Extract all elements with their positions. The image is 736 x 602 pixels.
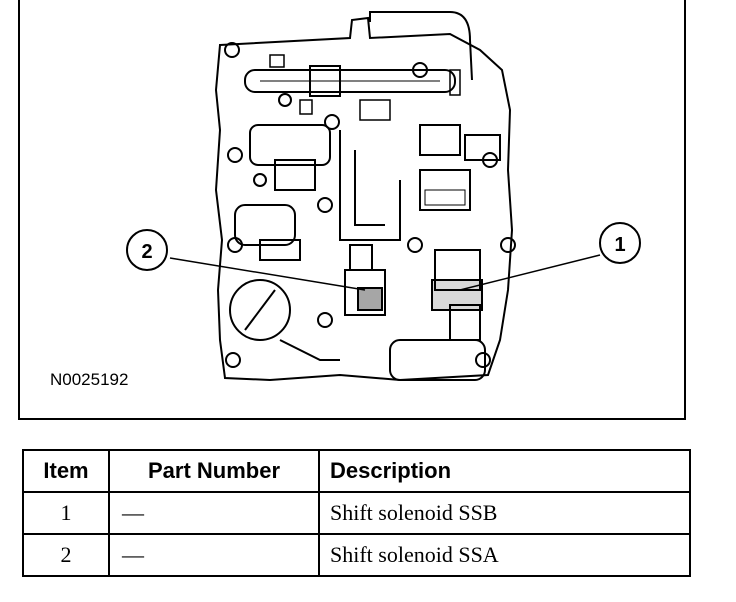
- cell-part-number: —: [108, 491, 320, 535]
- callout-1-circle: [599, 222, 641, 264]
- callout-2-label: 2: [141, 241, 152, 263]
- callout-2-leader: [169, 257, 366, 291]
- cell-part-number: —: [108, 533, 320, 577]
- valve-body-drawing: 2 1: [126, 11, 641, 382]
- parts-table: Item Part Number Description 1 — Shift s…: [22, 449, 691, 577]
- callout-1-label: 1: [614, 234, 625, 256]
- callout-2-circle: [126, 229, 168, 271]
- cell-item: 1: [22, 491, 110, 535]
- figure-id: N0025192: [50, 370, 129, 389]
- valve-body-illustration: 2 1 N0025192: [18, 0, 686, 420]
- column-header-item: Item: [22, 449, 110, 493]
- cell-item: 2: [22, 533, 110, 577]
- cell-description: Shift solenoid SSB: [318, 491, 691, 535]
- table-row: 1 — Shift solenoid SSB: [22, 491, 691, 535]
- column-header-part-number: Part Number: [108, 449, 320, 493]
- column-header-description: Description: [318, 449, 691, 493]
- valve-body-outline: [214, 16, 514, 382]
- callout-1-leader: [459, 254, 601, 291]
- table-header-row: Item Part Number Description: [22, 449, 691, 493]
- cell-description: Shift solenoid SSA: [318, 533, 691, 577]
- table-row: 2 — Shift solenoid SSA: [22, 533, 691, 577]
